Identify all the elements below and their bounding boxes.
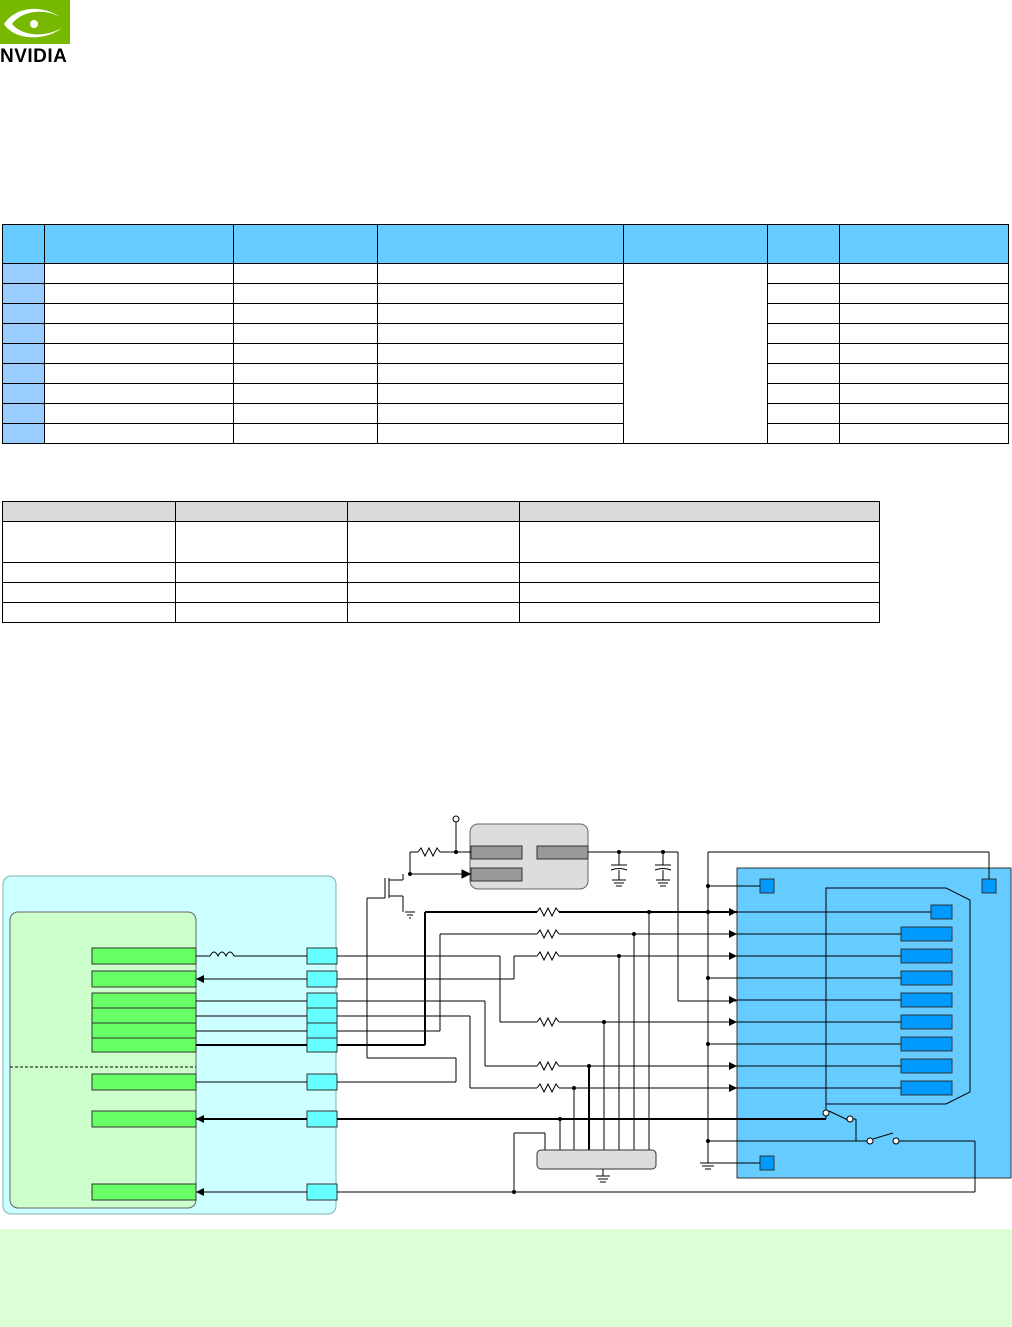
- table-row: [2, 343, 1009, 364]
- ic-pin: [536, 845, 589, 860]
- nvidia-eye-icon: [0, 0, 70, 44]
- soc-pin: [91, 1183, 197, 1201]
- soc-pin: [91, 1073, 197, 1091]
- table-row: [2, 303, 1009, 324]
- signal-routing: [337, 888, 976, 1193]
- component-table-header: [2, 501, 880, 522]
- module-traces: [196, 951, 307, 1193]
- soc-pin: [91, 1110, 197, 1128]
- header-cell: [767, 224, 840, 264]
- header-cell: [623, 224, 768, 264]
- header-cell: [839, 224, 1009, 264]
- table-row: [2, 363, 1009, 384]
- card-slot: [736, 867, 1012, 1179]
- component-table: [2, 501, 880, 623]
- esd-array: [536, 1149, 657, 1170]
- pin-table-header: [2, 224, 1009, 264]
- card-traces: [700, 851, 990, 1170]
- table-row: [2, 602, 880, 623]
- header-cell: [233, 224, 378, 264]
- table-row: [2, 562, 880, 583]
- table-row: [2, 521, 880, 563]
- table-row: [2, 582, 880, 603]
- esd-ground: [596, 1169, 610, 1183]
- header-cell: [2, 224, 45, 264]
- table-row: [2, 323, 1009, 344]
- note-box: [0, 1229, 1012, 1327]
- card-arrows: [729, 908, 737, 1092]
- soc-pin: [91, 1007, 197, 1025]
- table-row: [2, 263, 1009, 444]
- ic-pin: [470, 845, 523, 860]
- soc-pin: [91, 992, 197, 1010]
- power-circuit: [337, 815, 737, 1083]
- soc-pin: [91, 1037, 197, 1053]
- soc-pin: [91, 970, 197, 988]
- soc-pins: [91, 947, 197, 1201]
- connection-diagram: [2, 815, 1012, 1215]
- table-row: [2, 283, 1009, 304]
- arrowheads: [196, 975, 204, 1196]
- junction-dots: [408, 850, 710, 1194]
- soc-pin: [91, 947, 197, 965]
- table-row: [2, 383, 1009, 404]
- header-cell: [44, 224, 234, 264]
- nvidia-wordmark: NVIDIA: [0, 46, 68, 67]
- card-switches: [822, 1109, 900, 1145]
- table-row: [2, 423, 1009, 444]
- soc-pin: [91, 1022, 197, 1040]
- nvidia-logo: NVIDIA: [0, 0, 92, 70]
- header-cell: [377, 224, 624, 264]
- pin-table: [2, 224, 1009, 444]
- table-row: [2, 403, 1009, 424]
- ic-pin: [470, 867, 523, 882]
